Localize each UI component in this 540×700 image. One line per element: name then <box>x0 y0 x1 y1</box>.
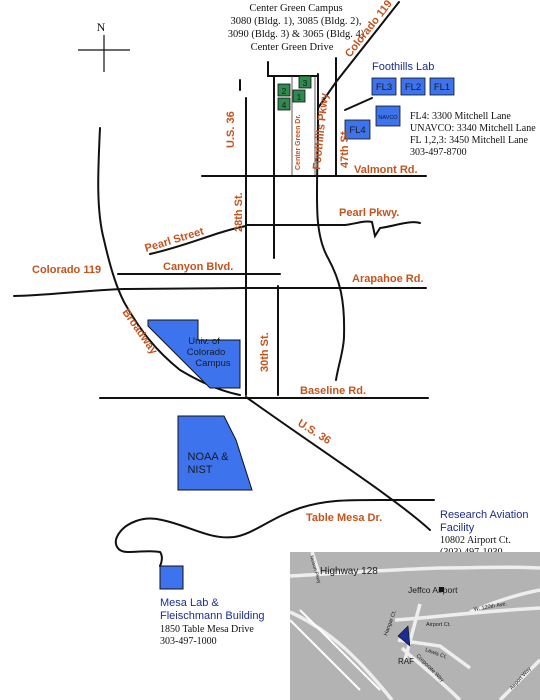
center-green-buildings: 3 2 1 4 <box>277 75 312 111</box>
center-green-building-2 <box>277 83 291 97</box>
fl2-label: FL2 <box>405 82 421 93</box>
label-pearl-pkwy: Pearl Pkwy. <box>339 207 399 219</box>
cu-campus: Univ. of Colorado Campus <box>147 319 241 389</box>
mesa-lab: Mesa Lab & Fleischmann Building 1850 Tab… <box>159 565 265 647</box>
unavco-label: NAVCO <box>378 115 398 121</box>
label-us36-north: U.S. 36 <box>225 111 237 148</box>
center-green-building-2-label: 2 <box>282 86 287 96</box>
mesa-lab-title1: Mesa Lab & <box>160 597 219 609</box>
foothills-lab-phone: 303-497-8700 <box>410 147 467 158</box>
label-canyon-blvd: Canyon Blvd. <box>163 261 233 273</box>
raf-address: 10802 Airport Ct. <box>440 535 511 546</box>
road-mitchell-lane <box>344 97 373 111</box>
fl4-building <box>344 119 371 140</box>
center-green-dr-lines <box>291 76 316 175</box>
center-green-dr-label: Center Green Dr. <box>295 114 302 170</box>
fl1-label: FL1 <box>434 82 450 93</box>
cu-campus-line2: Colorado <box>187 347 226 358</box>
mesa-lab-building <box>159 565 184 590</box>
inset-roads <box>289 551 540 700</box>
label-30th-st: 30th St. <box>259 332 271 372</box>
cu-campus-line3: Campus <box>195 358 231 369</box>
mesa-lab-address: 1850 Table Mesa Drive <box>160 624 254 635</box>
label-colorado-119-w: Colorado 119 <box>32 264 101 276</box>
raf-title1: Research Aviation <box>440 509 528 521</box>
foothills-lab-line1: FL4: 3300 Mitchell Lane <box>410 111 511 122</box>
road-pearl-street <box>149 225 247 255</box>
inset-raf: RAF <box>398 657 414 666</box>
label-foothills-pkwy: Foothills Pkwy <box>311 92 331 171</box>
fl2-building <box>400 77 426 96</box>
north-compass: N <box>78 20 130 72</box>
road-center-green-drive-stub <box>267 61 319 77</box>
road-network <box>13 1 435 567</box>
label-valmont: Valmont Rd. <box>354 164 418 176</box>
jeffco-inset-map: Highway 128 Jeffco Airport W. 120th Ave.… <box>289 551 540 700</box>
fl1-building <box>429 77 455 96</box>
label-table-mesa: Table Mesa Dr. <box>306 512 382 524</box>
label-47th-st: 47th St. <box>339 128 351 168</box>
foothills-lab: Foothills Lab FL3 FL2 FL1 FL4 NAVCO FL4:… <box>344 61 536 158</box>
inset-runways <box>289 609 381 691</box>
center-green-building-4 <box>277 97 291 111</box>
foothills-lab-title: Foothills Lab <box>372 61 434 73</box>
mesa-lab-phone: 303-497-1000 <box>160 636 217 647</box>
mesa-lab-title2: Fleischmann Building <box>160 610 265 622</box>
label-baseline: Baseline Rd. <box>300 385 366 397</box>
north-label: N <box>97 20 106 34</box>
center-green-building-1-label: 1 <box>297 92 302 102</box>
center-green-building-4-label: 4 <box>282 100 287 110</box>
center-green-line3: Center Green Drive <box>251 42 334 53</box>
noaa-line1: NOAA & <box>188 451 230 463</box>
foothills-lab-line2: UNAVCO: 3340 Mitchell Lane <box>410 123 536 134</box>
road-table-mesa <box>114 499 435 567</box>
center-green-building-1 <box>292 89 306 103</box>
inset-w120: W. 120th Ave. <box>473 601 508 613</box>
raf-marker <box>397 625 411 647</box>
center-green-building-3 <box>298 75 312 89</box>
road-broadway <box>97 127 241 396</box>
foothills-lab-line3: FL 1,2,3: 3450 Mitchell Lane <box>410 135 529 146</box>
noaa-nist: NOAA & NIST <box>177 415 253 491</box>
fl4-label: FL4 <box>349 125 365 136</box>
raf-title2: Facility <box>440 522 475 534</box>
noaa-line2: NIST <box>187 464 212 476</box>
center-green-line2: 3090 (Bldg. 3) & 3065 (Bldg. 4) <box>228 29 365 40</box>
fl3-building <box>371 77 397 96</box>
label-arapahoe: Arapahoe Rd. <box>352 273 424 285</box>
jeffco-airport-marker <box>439 587 444 592</box>
noaa-nist-area <box>177 415 253 491</box>
label-28th-st: 28th St. <box>233 192 245 232</box>
road-foothills-pkwy <box>315 73 346 381</box>
cu-campus-line1: Univ. of <box>188 336 220 347</box>
road-pearl-pkwy <box>245 220 421 239</box>
fl3-label: FL3 <box>376 82 392 93</box>
raf-label: Research Aviation Facility 10802 Airport… <box>440 509 528 558</box>
center-green-title: Center Green Campus <box>249 3 342 14</box>
center-green-line1: 3080 (Bldg. 1), 3085 (Bldg. 2), <box>231 16 362 27</box>
cu-campus-area <box>147 319 241 389</box>
center-green-building-3-label: 3 <box>303 78 308 88</box>
inset-airport-ct: Airport Ct. <box>426 622 451 628</box>
inset-highway-128: Highway 128 <box>320 566 378 577</box>
road-us36-south <box>245 396 431 531</box>
inset-jeffco-airport: Jeffco Airport <box>408 585 458 595</box>
center-green-campus-label: Center Green Campus 3080 (Bldg. 1), 3085… <box>228 3 365 53</box>
label-us36-south: U.S. 36 <box>295 417 332 447</box>
unavco-building <box>375 105 401 127</box>
road-arapahoe <box>13 287 427 297</box>
